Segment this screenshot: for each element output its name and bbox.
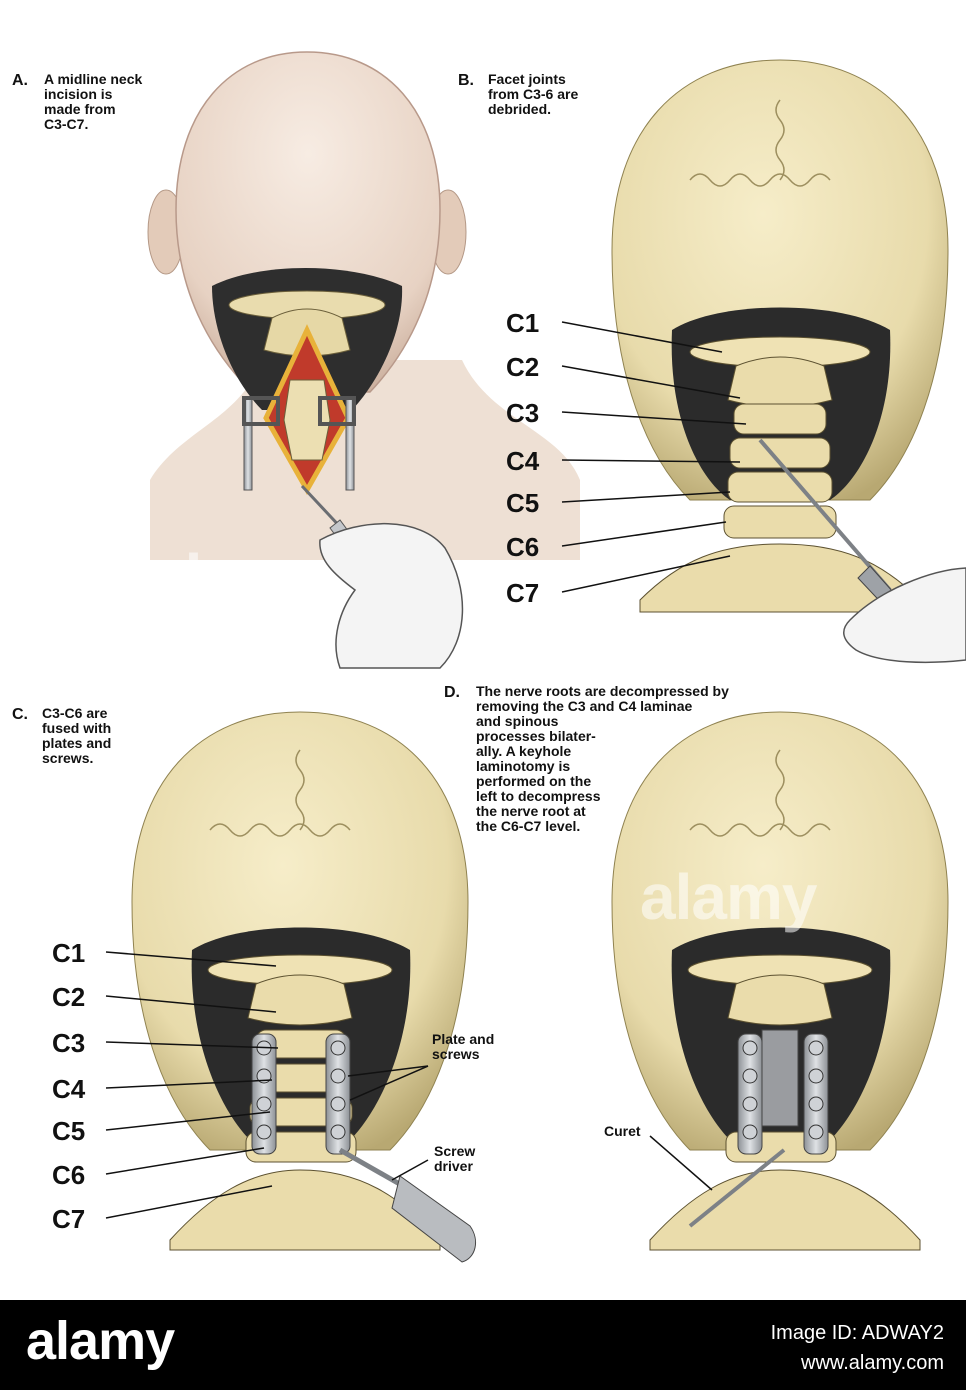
curet-shaft-b [758,438,892,592]
exposed-vertebrae-a [283,379,331,461]
panel-c-label-c7: C7 [52,1204,86,1234]
panel-b-label-c7: C7 [506,578,540,608]
retractor-right-blades [318,396,356,426]
curet-shaft-d [688,1148,786,1228]
gloved-hand-b [843,567,966,664]
label-leaders-c [105,951,279,1219]
suture-b [689,99,831,187]
vertebra-c5-b [727,471,833,503]
panel-d-illustration [611,711,949,1251]
panel-c-label-c2: C2 [52,982,86,1012]
screw-driver-label: Screw driver [434,1143,476,1174]
panel-b-label-c2: C2 [506,352,540,382]
label-leaders-b [561,321,747,593]
panel-b-label-c4: C4 [506,446,540,476]
axis-c [247,974,353,1026]
plate-right-c [325,1033,351,1155]
panel-a-letter: A. [12,72,28,89]
image-id-text: Image ID: ADWAY2 [770,1322,944,1344]
panel-b-label-c1: C1 [506,308,540,338]
plate-and-screws-label: Plate and screws [432,1031,495,1062]
diagram-canvas: A. A midline neck incision is made from … [12,51,966,1263]
plate-right-d [803,1033,829,1155]
curet-label: Curet [604,1123,641,1139]
gloved-hand-a [319,522,464,669]
suture-c [209,749,351,837]
screws-d [742,1040,824,1140]
illustration [105,51,966,1263]
panel-b-label-c3: C3 [506,398,540,428]
axis-b [727,356,833,408]
retractor-left-blades [242,396,280,426]
panel-c-letter: C. [12,706,28,723]
panel-c-illustration [131,711,477,1263]
plate-leader-1 [347,1065,429,1077]
plate-leader-2 [349,1065,429,1101]
panel-c-label-c5: C5 [52,1116,86,1146]
panel-c-label-c3: C3 [52,1028,86,1058]
curet-leader [649,1135,713,1191]
panel-b-letter: B. [458,72,474,89]
footer-info: Image ID: ADWAY2 www.alamy.com [771,1318,944,1378]
panel-b-label-c5: C5 [506,488,540,518]
footer-url[interactable]: www.alamy.com [801,1352,944,1374]
panel-a-caption: A midline neck incision is made from C3-… [44,71,143,132]
footer-logo[interactable]: alamy [26,1311,175,1371]
panel-c-label-c4: C4 [52,1074,86,1104]
plate-left-d [737,1033,763,1155]
panel-b-illustration [611,59,966,664]
screwdriver-leader [391,1159,429,1181]
watermark-1: alamy [150,541,327,613]
screwdriver-icon [391,1175,477,1263]
panel-d-letter: D. [444,684,460,701]
plate-left-c [251,1033,277,1155]
panel-b-label-c6: C6 [506,532,540,562]
suture-d [689,749,831,837]
panel-a-illustration [147,51,580,669]
panel-c-caption: C3-C6 are fused with plates and screws. [42,705,112,766]
watermark-2: alamy [640,861,817,933]
vertebra-c3-b [733,403,827,435]
panel-d-caption: The nerve roots are decompressed by remo… [476,683,729,834]
panel-c-label-c1: C1 [52,938,86,968]
axis-d [727,974,833,1026]
vertebra-c7-d [649,1169,921,1251]
vertebra-c4-b [729,437,831,469]
panel-c-label-c6: C6 [52,1160,86,1190]
decompressed-canal [761,1029,799,1127]
shoulders [150,360,580,560]
footer-bar: alamy Image ID: ADWAY2 www.alamy.com [0,1300,966,1390]
panel-b-caption: Facet joints from C3-6 are debrided. [488,71,579,117]
